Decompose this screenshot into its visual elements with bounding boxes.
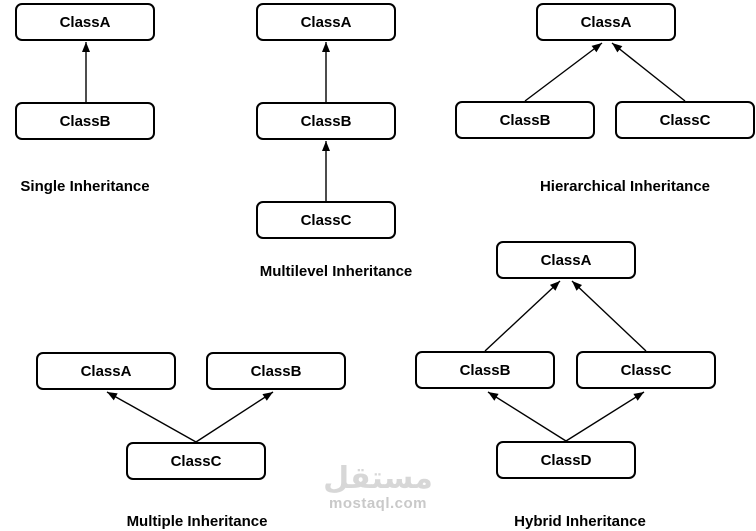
inheritance-arrow <box>487 391 567 442</box>
mostaql-domain-text: mostaql.com <box>328 495 428 512</box>
class-node-multilevel-classc: ClassC <box>256 201 396 239</box>
inheritance-arrow <box>484 280 561 352</box>
class-node-multiple-classa: ClassA <box>36 352 176 390</box>
class-node-multiple-classc: ClassC <box>126 442 266 480</box>
class-node-hierarchical-classb: ClassB <box>455 101 595 139</box>
inheritance-arrow <box>571 280 647 352</box>
class-node-single-classa: ClassA <box>15 3 155 41</box>
class-node-hierarchical-classa: ClassA <box>536 3 676 41</box>
inheritance-arrow <box>106 391 197 443</box>
mostaql-logo: مستقل <box>323 462 433 495</box>
inheritance-arrow <box>524 42 603 102</box>
class-node-multilevel-classb: ClassB <box>256 102 396 140</box>
class-node-multiple-classb: ClassB <box>206 352 346 390</box>
class-node-hierarchical-classc: ClassC <box>615 101 755 139</box>
class-node-hybrid-classb: ClassB <box>415 351 555 389</box>
class-node-single-classb: ClassB <box>15 102 155 140</box>
class-node-hybrid-classa: ClassA <box>496 241 636 279</box>
diagram-title-multilevel: Multilevel Inheritance <box>259 263 413 280</box>
class-node-multilevel-classa: ClassA <box>256 3 396 41</box>
watermark: مستقل mostaql.com <box>308 462 448 512</box>
inheritance-arrow <box>195 391 274 443</box>
diagram-title-hierarchical: Hierarchical Inheritance <box>539 178 711 195</box>
inheritance-arrow <box>565 391 645 442</box>
diagram-title-single: Single Inheritance <box>20 178 150 195</box>
diagram-title-hybrid: Hybrid Inheritance <box>514 513 646 530</box>
class-node-hybrid-classc: ClassC <box>576 351 716 389</box>
diagram-title-multiple: Multiple Inheritance <box>126 513 268 530</box>
class-node-hybrid-classd: ClassD <box>496 441 636 479</box>
inheritance-arrow <box>611 42 686 102</box>
